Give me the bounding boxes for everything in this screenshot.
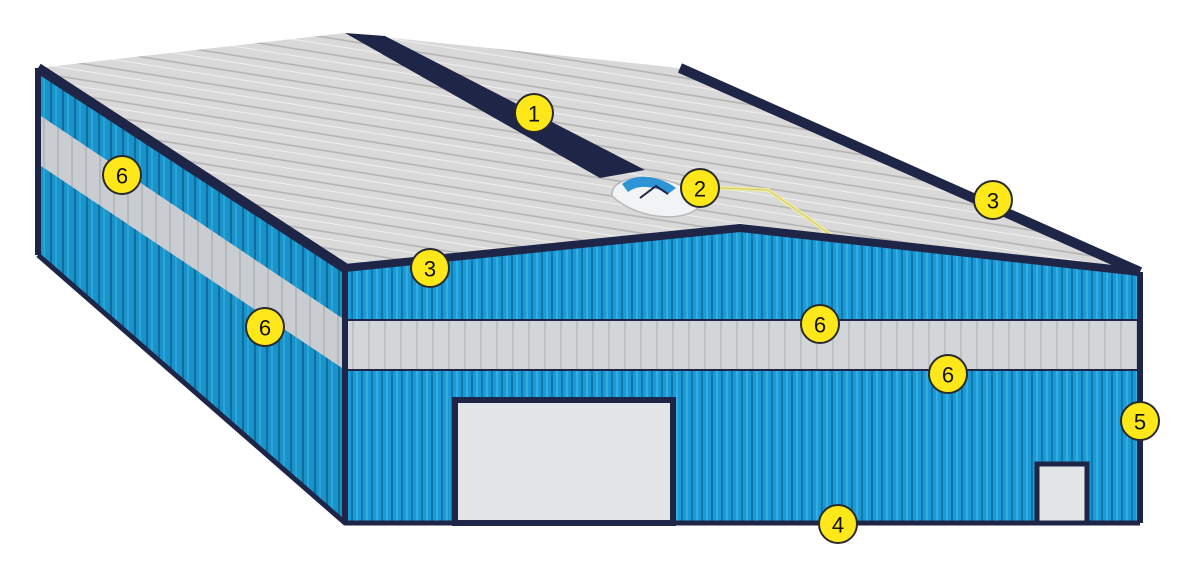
- roof-vent: [611, 176, 834, 238]
- svg-text:4: 4: [832, 513, 844, 538]
- svg-text:3: 3: [987, 189, 999, 214]
- callout-badge-front-band-lower: 6: [928, 354, 968, 394]
- callout-badge-base-trim: 4: [818, 504, 858, 544]
- personnel-door: [1034, 461, 1090, 526]
- svg-text:2: 2: [694, 177, 706, 202]
- svg-text:3: 3: [424, 257, 436, 282]
- svg-text:6: 6: [814, 313, 826, 338]
- overhead-door: [452, 397, 676, 526]
- callout-badge-gable-trim: 3: [410, 248, 450, 288]
- callout-badge-side-band-lower: 6: [245, 307, 285, 347]
- callout-badge-front-band-upper: 6: [800, 304, 840, 344]
- callout-badge-roof-vent: 2: [680, 168, 720, 208]
- svg-text:6: 6: [942, 363, 954, 388]
- callout-badge-side-band-upper: 6: [102, 155, 142, 195]
- callout-badge-corner-trim: 5: [1120, 401, 1160, 441]
- svg-text:6: 6: [259, 316, 271, 341]
- svg-text:5: 5: [1134, 410, 1146, 435]
- svg-text:1: 1: [528, 102, 540, 127]
- ridge-cap: [345, 33, 645, 178]
- callout-badge-ridge-cap: 1: [514, 93, 554, 133]
- callout-badge-eave-trim: 3: [973, 180, 1013, 220]
- callout-badges: 1 2 3 3 4 5 6 6: [102, 93, 1160, 544]
- front-band: [344, 319, 1141, 371]
- building-trim: [35, 63, 1143, 526]
- svg-text:6: 6: [116, 164, 128, 189]
